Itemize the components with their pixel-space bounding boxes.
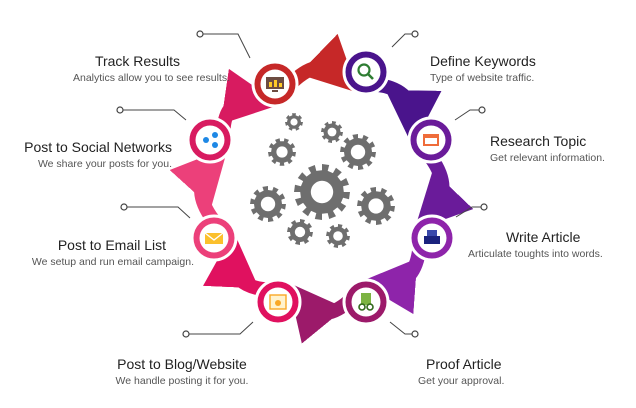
step-label-proof-article: Proof Article Get your approval. bbox=[418, 355, 504, 388]
leader-line bbox=[182, 321, 254, 338]
leader-line bbox=[454, 106, 486, 121]
flow-arrow bbox=[169, 147, 228, 225]
step-title: Track Results bbox=[94, 53, 180, 69]
leader-line bbox=[391, 30, 419, 48]
leader-line bbox=[455, 203, 488, 218]
typewriter-icon bbox=[424, 230, 440, 244]
step-subtitle: Analytics allow you to see results. bbox=[73, 72, 230, 84]
social-share-icon bbox=[203, 132, 218, 148]
analytics-screen-icon bbox=[266, 77, 284, 92]
gear-icon bbox=[340, 134, 376, 170]
step-label-write-article: Write Article Articulate toughts into wo… bbox=[468, 228, 603, 261]
browser-window-icon bbox=[423, 134, 439, 146]
step-title: Define Keywords bbox=[430, 53, 536, 69]
step-node bbox=[342, 48, 390, 96]
step-node bbox=[186, 116, 234, 164]
step-node bbox=[251, 60, 299, 108]
leader-line bbox=[389, 321, 419, 338]
gear-icon bbox=[250, 186, 286, 222]
flow-arrow bbox=[414, 153, 474, 231]
step-node bbox=[342, 278, 390, 326]
gear-icon bbox=[326, 224, 350, 248]
step-subtitle: Get relevant information. bbox=[490, 152, 605, 164]
step-title: Post to Email List bbox=[57, 237, 166, 253]
step-title: Write Article bbox=[506, 229, 581, 245]
flow-arrow bbox=[359, 249, 427, 315]
step-node bbox=[190, 214, 238, 262]
gear-icon bbox=[285, 113, 303, 131]
gear-icon bbox=[268, 138, 296, 166]
leader-line bbox=[116, 106, 187, 121]
flow-arrow bbox=[377, 78, 442, 147]
step-subtitle: Get your approval. bbox=[418, 375, 505, 387]
envelope-icon bbox=[204, 232, 224, 244]
document-glasses-icon bbox=[358, 293, 374, 311]
gears-cluster-icon bbox=[250, 113, 395, 248]
step-label-post-to-social: Post to Social Networks We share your po… bbox=[24, 138, 172, 171]
gear-icon bbox=[294, 164, 350, 220]
step-subtitle: We share your posts for you. bbox=[37, 158, 172, 170]
step-node bbox=[408, 214, 456, 262]
step-subtitle: We setup and run email campaign. bbox=[31, 256, 194, 268]
flow-arrow bbox=[288, 282, 353, 344]
flow-arrow bbox=[288, 33, 359, 93]
step-title: Post to Social Networks bbox=[24, 139, 172, 155]
step-node bbox=[254, 278, 302, 326]
step-subtitle: We handle posting it for you. bbox=[115, 375, 249, 387]
leader-line bbox=[120, 203, 191, 219]
step-subtitle: Type of website traffic. bbox=[430, 72, 535, 84]
step-title: Research Topic bbox=[490, 133, 587, 149]
step-subtitle: Articulate toughts into words. bbox=[468, 248, 603, 260]
step-label-post-to-email: Post to Email List We setup and run emai… bbox=[32, 236, 194, 269]
step-label-post-to-blog: Post to Blog/Website We handle posting i… bbox=[116, 355, 249, 388]
step-title: Proof Article bbox=[426, 356, 502, 372]
gear-icon bbox=[321, 121, 343, 143]
flow-arrow bbox=[203, 231, 267, 297]
gear-icon bbox=[287, 219, 313, 245]
step-node bbox=[407, 116, 455, 164]
step-label-research-topic: Research Topic Get relevant information. bbox=[490, 132, 605, 165]
magnifier-icon bbox=[357, 63, 374, 80]
step-title: Post to Blog/Website bbox=[117, 356, 247, 372]
website-gear-icon bbox=[269, 294, 287, 310]
flow-arrow bbox=[216, 68, 281, 130]
step-label-track-results: Track Results Analytics allow you to see… bbox=[73, 52, 230, 85]
leader-line bbox=[196, 30, 251, 59]
step-label-define-keywords: Define Keywords Type of website traffic. bbox=[430, 52, 536, 85]
gear-icon bbox=[357, 187, 395, 225]
